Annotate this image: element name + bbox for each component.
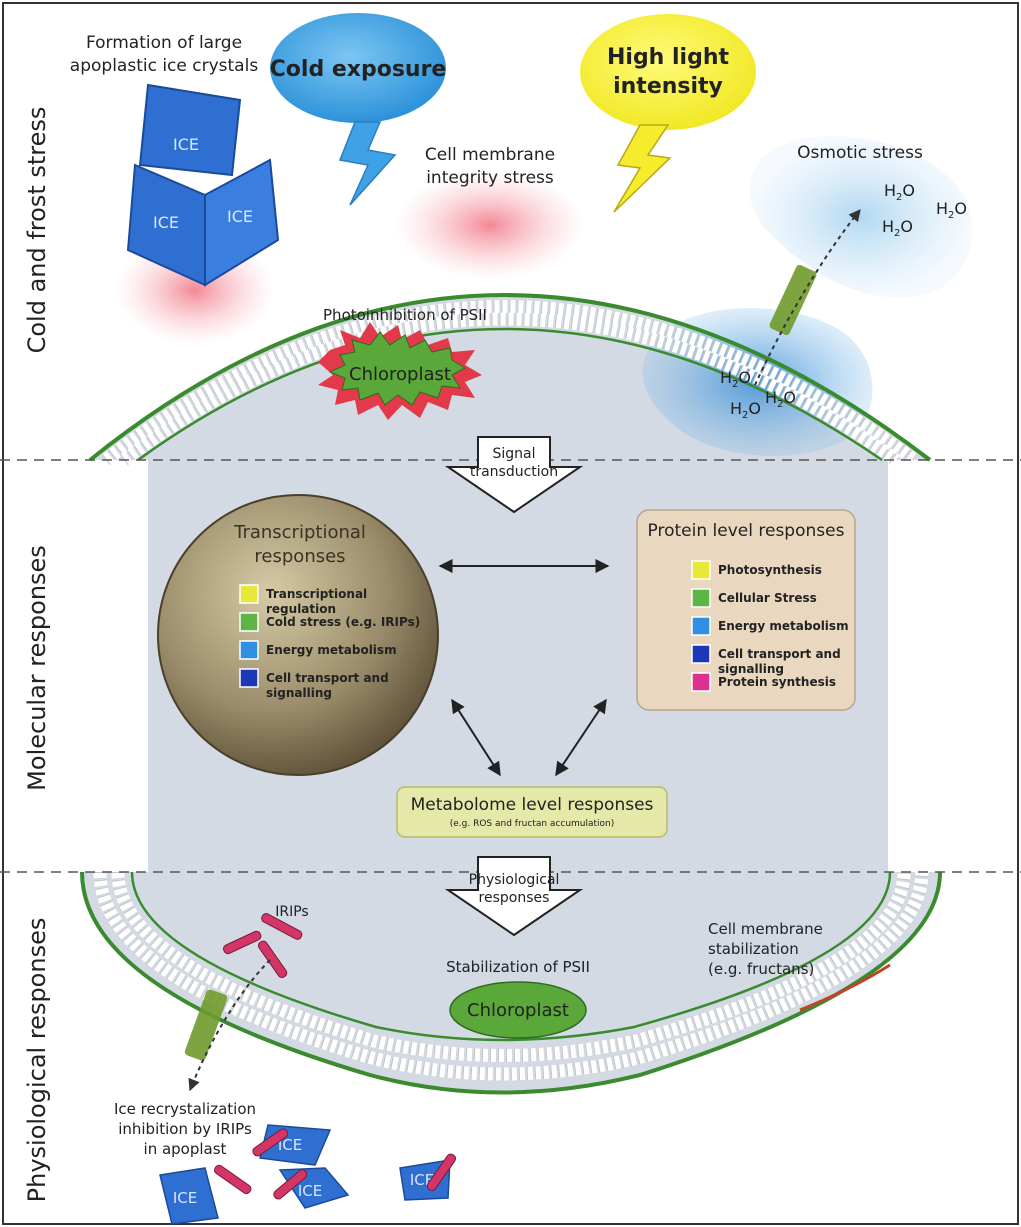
recryst-label-2: inhibition by IRIPs	[118, 1120, 252, 1138]
protein-item-3-line2: signalling	[718, 662, 784, 676]
irip-secretion-arrow	[188, 959, 271, 1092]
protein-swatch-1	[691, 588, 711, 608]
irip-bound-2	[214, 1164, 252, 1195]
protein-swatch-0	[691, 560, 711, 580]
irips-label: IRIPs	[275, 904, 308, 920]
small-ice-label-2: ICE	[173, 1189, 197, 1207]
water-5: H2O	[730, 399, 761, 421]
transcriptional-item-2: Energy metabolism	[266, 643, 397, 657]
physio-label-2: responses	[479, 890, 550, 906]
high-light-label-2: intensity	[613, 74, 723, 99]
fructan-stabilization-mark	[799, 963, 891, 1012]
ice-label-3: ICE	[227, 207, 253, 226]
membrane-stab-label-2: stabilization	[708, 940, 799, 958]
water-1: H2O	[884, 181, 915, 203]
transcriptional-title-2: responses	[254, 546, 345, 567]
membrane-stab-label-1: Cell membrane	[708, 920, 823, 938]
protein-swatch-3	[691, 644, 711, 664]
stress-glow-top	[395, 170, 585, 280]
protein-swatch-4	[691, 672, 711, 692]
membrane-stress-label-2: integrity stress	[426, 168, 554, 188]
channel-bottom	[184, 989, 228, 1061]
water-molecules-outside: H2O H2O H2O	[882, 181, 967, 239]
stabilization-label: Stabilization of PSII	[446, 958, 590, 976]
section-label-cold: Cold and frost stress	[23, 107, 51, 354]
irip-1	[261, 913, 303, 940]
membrane-top	[88, 293, 932, 466]
arrow-protein-metabolome	[555, 698, 607, 777]
water-2: H2O	[936, 199, 967, 221]
protein-item-4: Protein synthesis	[718, 675, 836, 689]
chloroplast-damaged	[328, 331, 467, 406]
chloroplast-bottom-label: Chloroplast	[467, 1000, 569, 1021]
physiological-responses-arrow	[444, 856, 584, 937]
metabolome-box	[396, 786, 668, 838]
irip-2	[222, 930, 262, 955]
high-light-bubble	[580, 14, 756, 130]
transcriptional-swatch-0	[239, 584, 259, 604]
transcriptional-title-1: Transcriptional	[233, 522, 366, 543]
water-4: H2O	[720, 368, 751, 390]
water-6: H2O	[765, 388, 796, 410]
protein-item-0: Photosynthesis	[718, 563, 822, 577]
transcriptional-item-0: Transcriptional	[266, 587, 367, 601]
protein-item-2: Energy metabolism	[718, 619, 849, 633]
ice-crystals-top: ICE ICE ICE	[126, 83, 280, 287]
transcriptional-sphere	[157, 494, 439, 776]
protein-item-1: Cellular Stress	[718, 591, 817, 605]
section-label-molecular: Molecular responses	[23, 545, 51, 791]
high-light-label-1: High light	[607, 45, 730, 70]
protein-swatch-2	[691, 616, 711, 636]
membrane-stress-label-1: Cell membrane	[425, 145, 555, 165]
ice-formation-label-1: Formation of large	[86, 33, 242, 53]
recryst-label-1: Ice recrystalization	[114, 1100, 256, 1118]
signal-label-1: Signal	[492, 446, 535, 462]
arrow-transcriptional-metabolome	[451, 698, 501, 777]
signal-label-2: transduction	[470, 464, 558, 480]
transcriptional-swatch-3	[239, 668, 259, 688]
membrane-bottom	[80, 871, 942, 1095]
ice-label-2: ICE	[153, 213, 179, 232]
cold-exposure-bubble	[270, 13, 446, 123]
ice-formation-label-2: apoplastic ice crystals	[70, 56, 259, 76]
photoinhibition-label: Photoinhibition of PSII	[323, 306, 487, 324]
chloroplast-top-label: Chloroplast	[349, 364, 451, 385]
water-molecules-inside: H2O H2O H2O	[720, 368, 796, 421]
cold-bolt-icon	[338, 121, 397, 206]
signal-transduction-arrow	[444, 436, 584, 514]
protein-item-3: Cell transport and	[718, 647, 841, 661]
ice-label-1: ICE	[173, 135, 199, 154]
small-ice-label-3: ICE	[298, 1182, 322, 1200]
water-3: H2O	[882, 217, 913, 239]
irip-bound-3	[273, 1169, 308, 1200]
transcriptional-item-1: Cold stress (e.g. IRIPs)	[266, 615, 420, 629]
section-label-physiological: Physiological responses	[23, 918, 51, 1203]
physio-label-1: Physiological	[469, 872, 560, 888]
metabolome-title: Metabolome level responses	[411, 795, 654, 815]
osmotic-stress-label: Osmotic stress	[797, 143, 923, 163]
light-bolt-icon	[613, 124, 672, 213]
channel-top	[769, 264, 817, 336]
transcriptional-swatch-2	[239, 640, 259, 660]
transcriptional-item-0-line2: regulation	[266, 602, 336, 616]
irip-bound-4	[426, 1153, 457, 1191]
osmotic-blob-outer	[749, 136, 973, 298]
protein-title: Protein level responses	[648, 521, 845, 541]
chloroplast-stable	[449, 981, 587, 1039]
transcriptional-item-3-line2: signalling	[266, 686, 332, 700]
membrane-stab-label-3: (e.g. fructans)	[708, 960, 814, 978]
irip-bound-1	[252, 1128, 289, 1157]
cold-exposure-label: Cold exposure	[270, 57, 447, 82]
transcriptional-item-3: Cell transport and	[266, 671, 389, 685]
metabolome-subtitle: (e.g. ROS and fructan accumulation)	[450, 819, 615, 829]
small-ice-crystals: ICE ICE ICE ICE	[159, 1124, 457, 1225]
recryst-label-3: in apoplast	[144, 1140, 227, 1158]
transcriptional-swatch-1	[239, 612, 259, 632]
small-ice-label-1: ICE	[278, 1136, 302, 1154]
